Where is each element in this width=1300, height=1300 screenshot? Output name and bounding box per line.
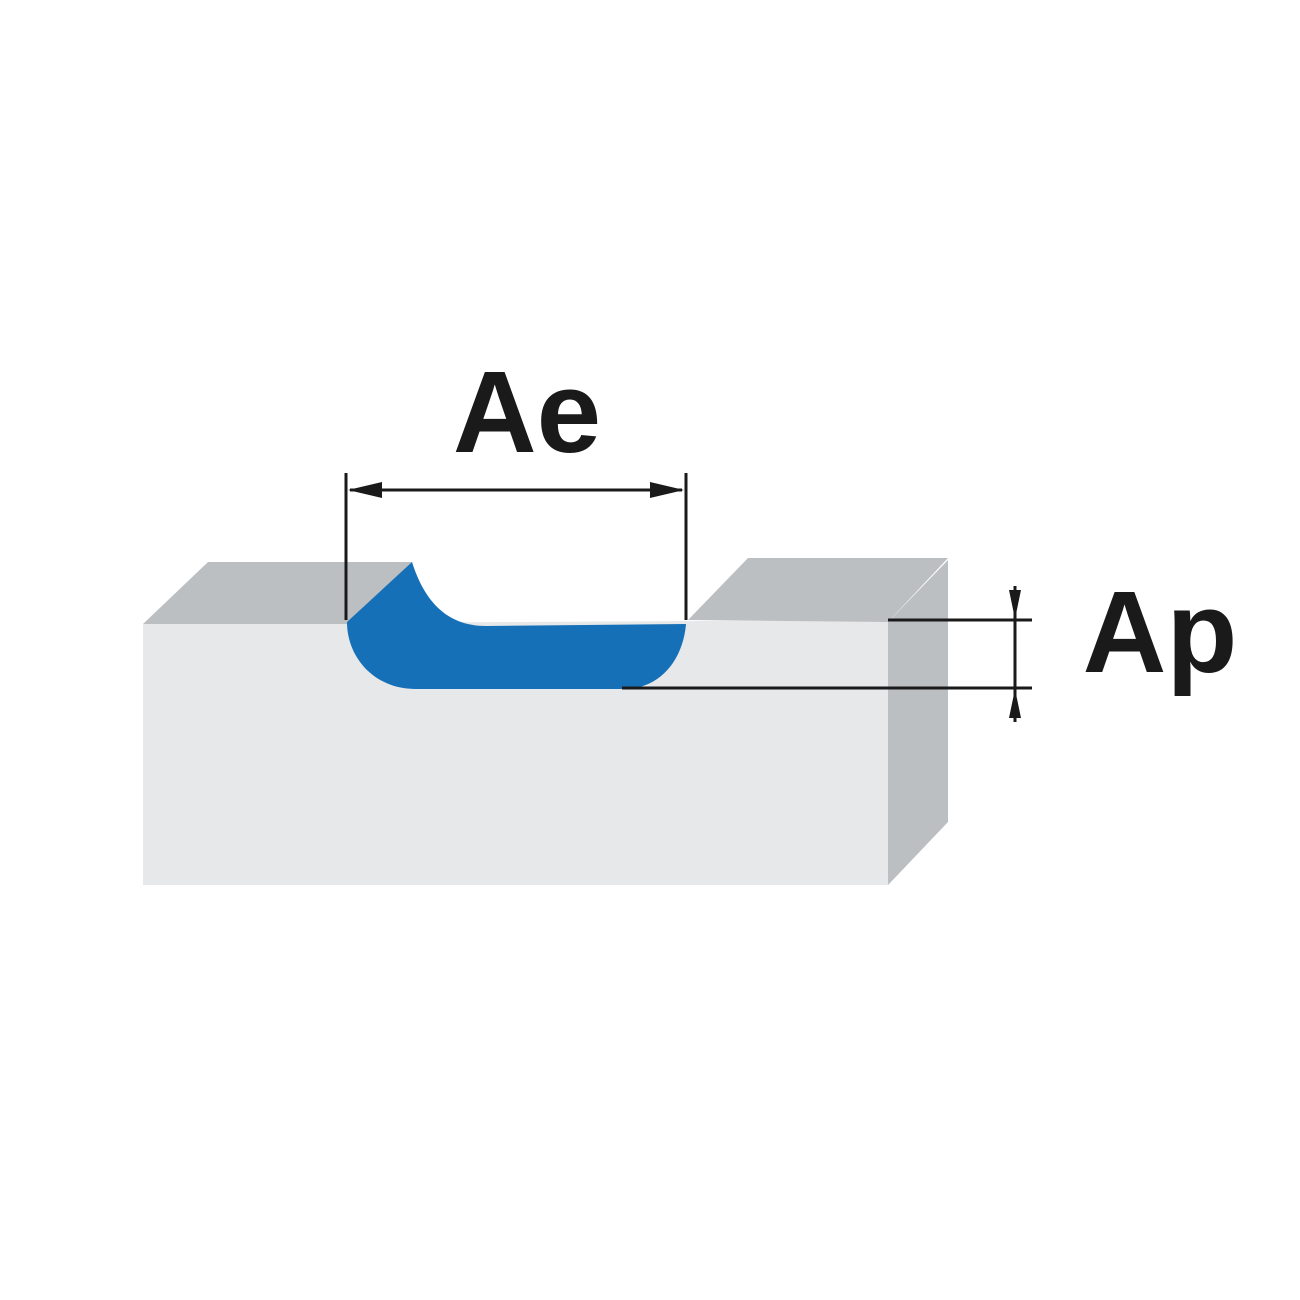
ap-label: Ap [1083, 567, 1238, 697]
block-front-face [143, 620, 888, 885]
ae-label: Ae [453, 347, 601, 477]
ae-arrow-right [650, 482, 684, 498]
block-top-right [688, 558, 948, 622]
block-side-face [888, 560, 948, 885]
ae-arrow-left [348, 482, 382, 498]
cut-material [347, 562, 686, 689]
ap-arrow-bottom [1009, 689, 1021, 718]
ap-arrow-top [1009, 590, 1021, 619]
